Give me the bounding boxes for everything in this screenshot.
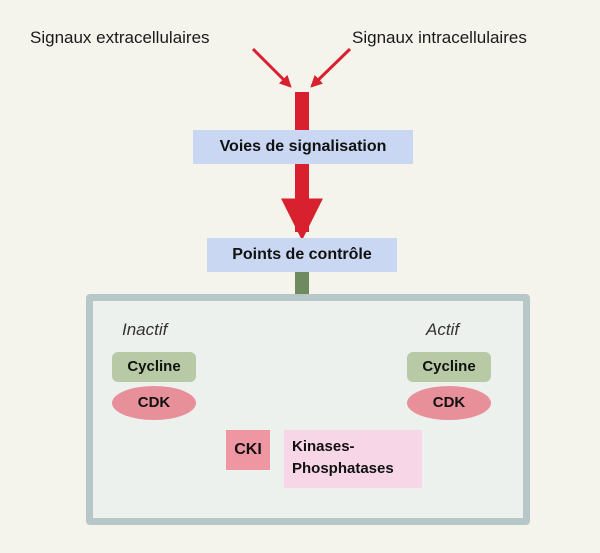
kinases-label: Kinases- <box>292 438 355 455</box>
active-state-label: Actif <box>426 320 460 339</box>
cki-box: CKI <box>226 430 270 470</box>
intracellular-signals-label: Signaux intracellulaires <box>352 28 527 47</box>
cdk-inactive: CDK <box>112 386 196 420</box>
cycline-active: Cycline <box>407 352 491 382</box>
signaling-pathways-box: Voies de signalisation <box>193 130 413 164</box>
checkpoints-box: Points de contrôle <box>207 238 397 272</box>
kinases-phosphatases-box: Kinases- Phosphatases <box>284 430 422 488</box>
extracellular-arrow <box>251 47 292 88</box>
red-bar-top <box>295 92 309 130</box>
intracellular-arrow <box>310 47 352 88</box>
cycline-inactive: Cycline <box>112 352 196 382</box>
inactive-state-label: Inactif <box>122 320 168 339</box>
extracellular-signals-label: Signaux extracellulaires <box>30 28 210 47</box>
phosphatases-label: Phosphatases <box>292 460 394 477</box>
cdk-active: CDK <box>407 386 491 420</box>
